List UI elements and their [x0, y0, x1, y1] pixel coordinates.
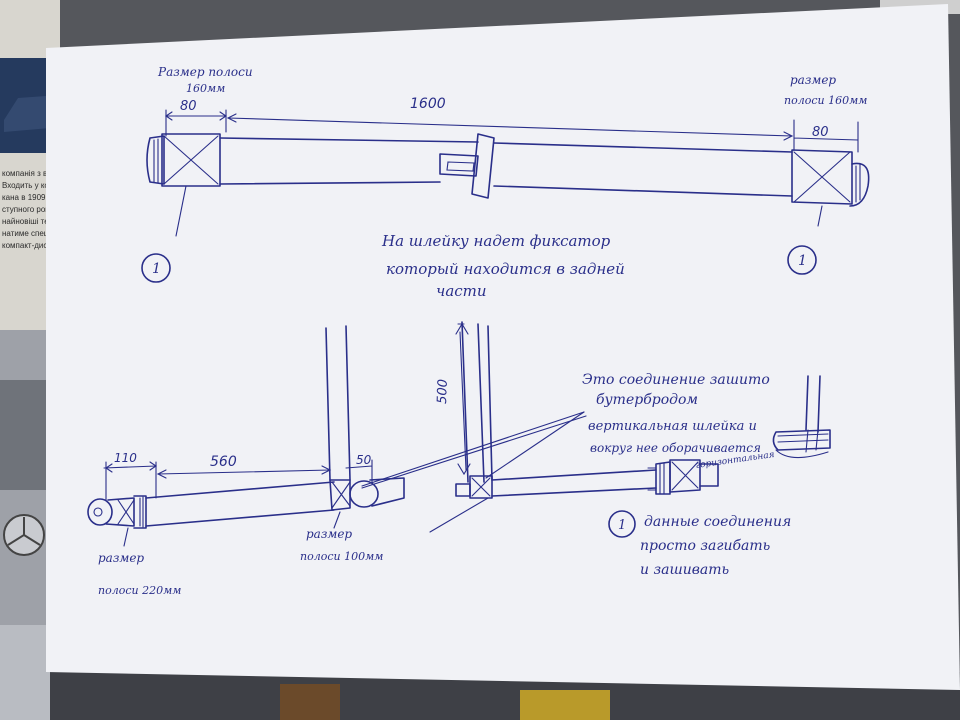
top-strap-labels: Размер полоси 160мм 80 1600 размер полос…: [152, 65, 867, 300]
photo-thumb-2: [520, 690, 610, 720]
dim-50-label: 50: [356, 453, 372, 467]
connections-note-line-3: и зашивать: [640, 562, 729, 578]
left-strip-label-line-2: полоси 220мм: [98, 584, 181, 597]
svg-text:найновіші техн: найновіші техн: [2, 217, 57, 226]
dim-500-label: 500: [435, 379, 451, 404]
dim-560-label: 560: [210, 454, 237, 470]
fixator-note-line-1: На шлейку надет фиксатор: [381, 232, 611, 250]
car-wheel-photo: [0, 380, 48, 490]
vertical-note-line-1: вертикальная шлейка и: [588, 419, 757, 434]
sandwich-note-line-1: Это соединение зашито: [582, 372, 770, 388]
car-photo-silver: [0, 625, 50, 720]
car-shape: [4, 96, 50, 132]
left-strip-note-line-2: 160мм: [186, 82, 225, 95]
mid-strip-label-line-1: размер: [306, 527, 352, 541]
svg-text:кана в 1909 р.: кана в 1909 р.: [2, 193, 54, 202]
right-dim-label: 80: [812, 125, 829, 140]
connections-note-line-2: просто загибать: [640, 538, 770, 554]
fixator-note-line-3: части: [436, 282, 487, 300]
total-length-label: 1600: [410, 96, 446, 112]
right-strip-note-line-1: размер: [790, 73, 836, 87]
left-dim-label: 80: [180, 99, 197, 114]
bottom-strap-labels: 110 560 50 500 размер полоси 220мм разме…: [98, 372, 791, 597]
sandwich-note-line-2: бутербродом: [596, 392, 698, 408]
svg-text:Входить у конц: Входить у конц: [2, 181, 58, 190]
left-strip-note-line-1: Размер полоси: [157, 65, 253, 79]
photo-thumb-1: [280, 684, 340, 720]
right-strip-note-line-2: полоси 160мм: [784, 94, 867, 107]
svg-text:натиме спеціал: натиме спеціал: [2, 229, 60, 238]
connections-note-line-1: данные соединения: [644, 514, 791, 530]
marker-left-label: 1: [152, 261, 161, 277]
marker-right-label: 1: [798, 253, 807, 269]
svg-text:компакт-диск: компакт-диск: [2, 241, 51, 250]
top-strap-drawing: [141, 109, 870, 283]
dim-110-label: 110: [114, 451, 137, 465]
svg-text:компанія з вир: компанія з вир: [2, 169, 57, 178]
bottom-strap-drawing: [87, 321, 831, 547]
vertical-note-line-2: вокруг нее оборачивается: [590, 441, 761, 455]
left-strip-label-line-1: размер: [98, 551, 144, 565]
fixator-note-line-2: который находится в задней: [386, 260, 625, 278]
marker-bottom-label: 1: [618, 518, 626, 533]
magazine-text: компанія з вир Входить у конц кана в 190…: [2, 169, 60, 250]
paper-sheet: [46, 4, 960, 690]
mercedes-star: [7, 517, 41, 546]
mid-strip-label-line-2: полоси 100мм: [300, 550, 383, 563]
svg-text:ступного року в: ступного року в: [2, 205, 59, 214]
